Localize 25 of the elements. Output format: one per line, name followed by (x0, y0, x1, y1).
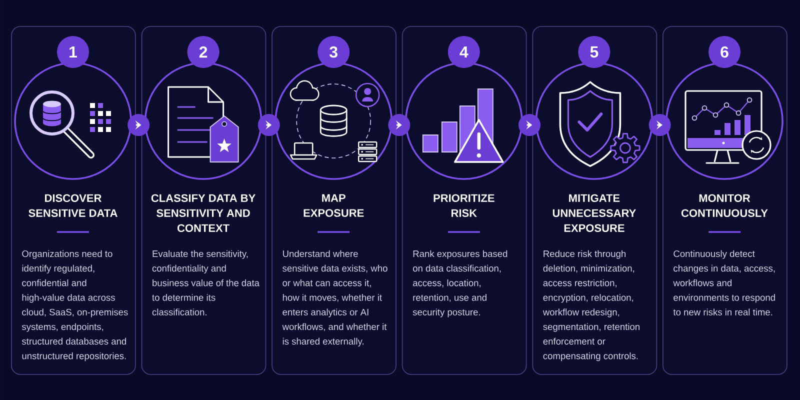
step-description: Continuously detect changes in data, access, workflows and environments to respond to new risks in real time. (673, 250, 775, 316)
number-badge: 2 (187, 36, 220, 68)
number-badge: 5 (578, 36, 610, 68)
chevron-arrow (648, 114, 671, 136)
chevron-arrow (518, 114, 540, 136)
step-card (11, 26, 136, 375)
step-title: PRIORITIZE RISK (434, 194, 494, 217)
step-description: Reduce risk through deletion, minimization, access restriction, encryption, relocation, workflow redesign, segmentation, retention enforcement or compensating controls. (542, 250, 640, 362)
step-title: DISCOVER SENSITIVE DATA (28, 194, 118, 217)
step-description: Understand where sensitive data exists, who or what can access it, how it moves, whether it enters analytics or AI workflows, and whether it is shared externally. (282, 250, 388, 346)
number-badge: 3 (318, 36, 350, 68)
chevron-arrow (258, 114, 280, 136)
number-badge: 4 (448, 36, 480, 68)
chevron-arrow (128, 114, 150, 136)
chevron-arrow (388, 114, 410, 136)
step-title: MITIGATE UNNECESSARY EXPOSURE (552, 194, 636, 232)
step-description: Evaluate the sensitivity, confidentiality and business value of the data to determine its classification. (152, 250, 260, 316)
number-badge: 1 (57, 36, 89, 68)
step-description: Organizations need to identify regulated, confidential and high-value data across cloud, SaaS, on-premises systems, endpoints, structured databases and unstructured repositories. (22, 250, 128, 362)
step-title: MONITOR CONTINUOUSLY (681, 194, 768, 217)
step-description: Rank exposures based on data classification, access, location, retention, use and security posture. (412, 250, 508, 318)
number-badge: 6 (708, 36, 740, 68)
step-title: MAP EXPOSURE (304, 194, 364, 217)
step-title: CLASSIFY DATA BY SENSITIVITY AND CONTEXT (151, 194, 256, 232)
step-card (272, 26, 396, 375)
